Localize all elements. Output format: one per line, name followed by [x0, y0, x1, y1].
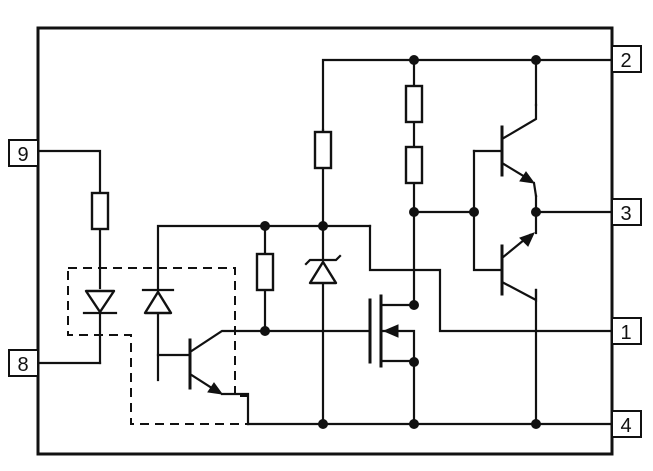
zener-resistor [313, 130, 333, 170]
output-resistor-bottom [404, 145, 424, 185]
zener-branch [321, 58, 614, 426]
input-led-diode [82, 289, 118, 315]
input-wiring [36, 149, 102, 365]
zener-diode [304, 254, 342, 285]
pin-3: 3 [611, 198, 642, 226]
pin-4-label: 4 [620, 415, 631, 437]
junction-dots [260, 55, 541, 429]
pin-8: 8 [8, 349, 39, 377]
pin-9: 9 [8, 139, 39, 167]
pin-8-label: 8 [17, 354, 28, 376]
package-outline [36, 26, 614, 456]
pin-1-label: 1 [620, 322, 631, 344]
output-wiring [412, 58, 614, 426]
receiver-transistor [188, 329, 267, 426]
receiver-diode [141, 288, 175, 315]
pin-2-label: 2 [620, 50, 631, 72]
pin-9-label: 9 [17, 144, 28, 166]
pin-4: 4 [611, 410, 642, 438]
output-transistor-upper [500, 103, 538, 198]
receiver-wiring [156, 224, 267, 382]
mosfet [368, 210, 416, 426]
output-resistor-top [404, 84, 424, 124]
pin-2: 2 [611, 45, 642, 73]
bias-resistor [255, 252, 275, 292]
pin-1: 1 [611, 317, 642, 345]
mid-wiring [246, 224, 614, 426]
input-resistor [90, 191, 110, 231]
pin-3-label: 3 [620, 203, 631, 225]
output-transistor-lower [500, 232, 538, 302]
